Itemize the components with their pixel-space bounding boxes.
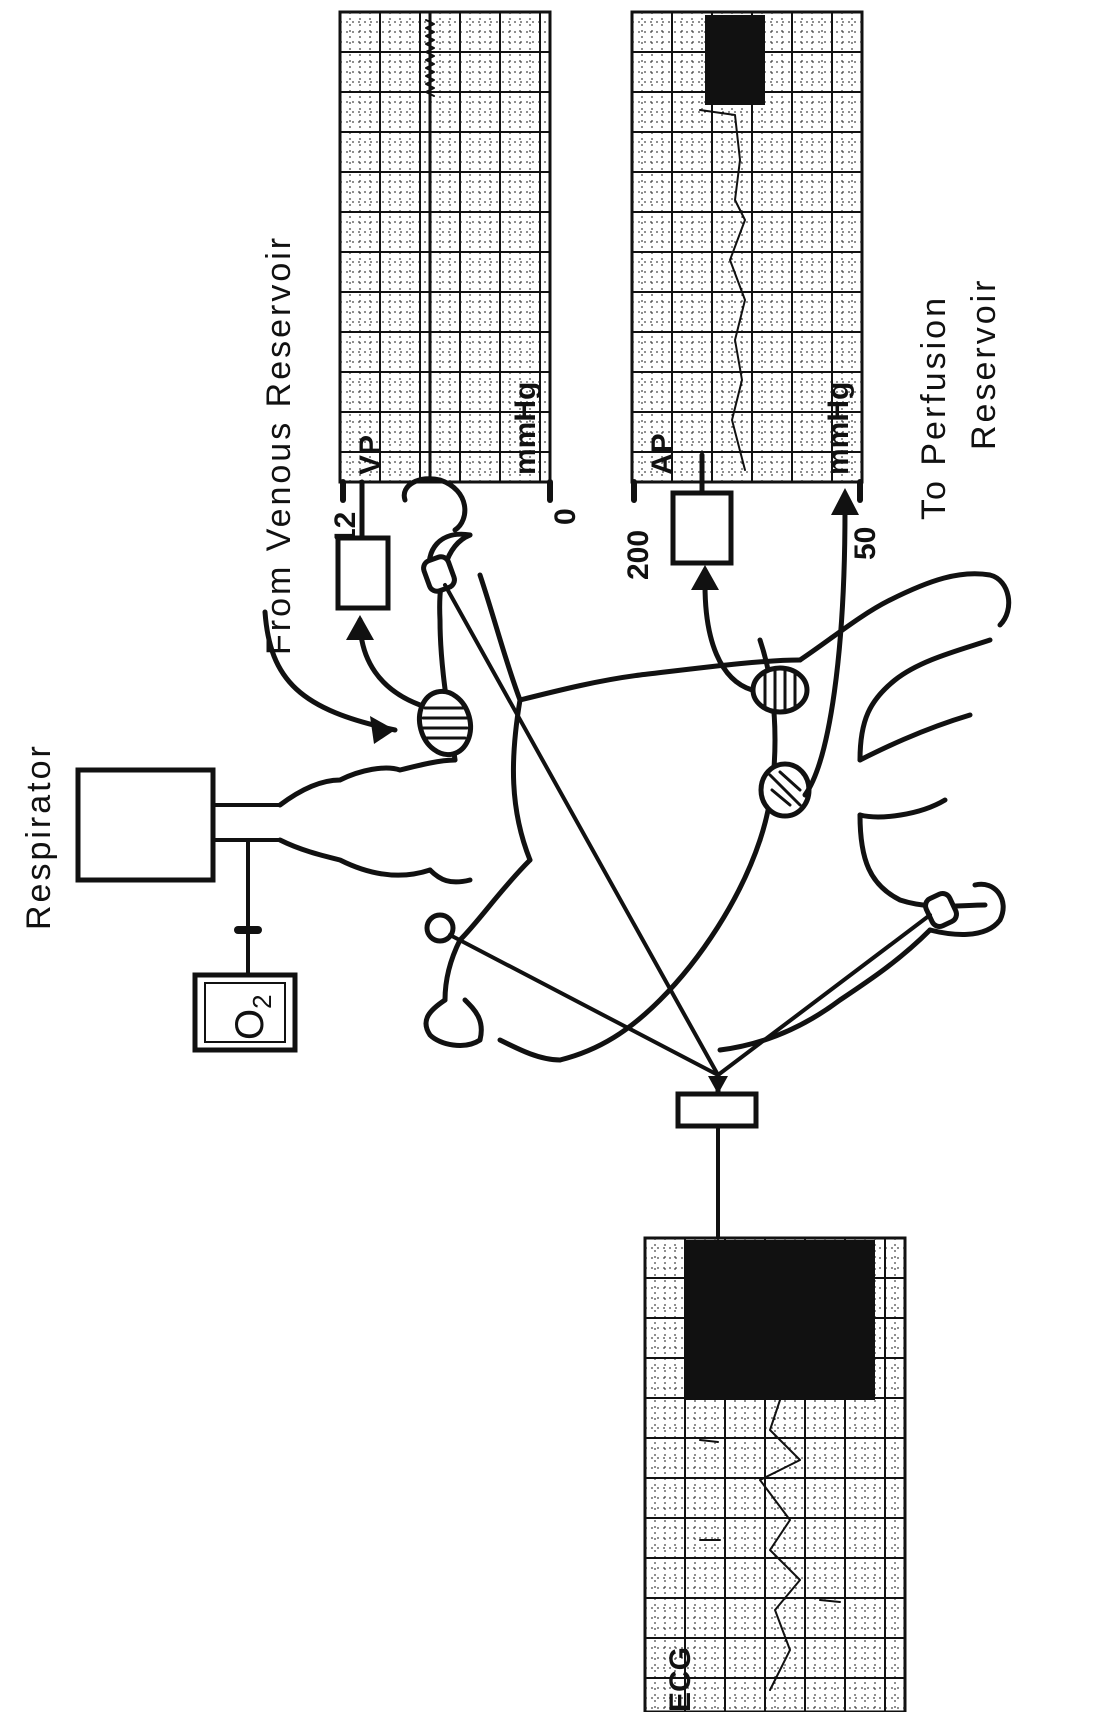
ap-sensing-line xyxy=(705,585,752,690)
ap-label: AP xyxy=(646,433,679,475)
ecg-lead-arrowhead xyxy=(708,1076,728,1094)
ap-unit-label: mmHg xyxy=(822,382,855,475)
arterial-catheter-site xyxy=(753,668,807,712)
ap-trace-dense-block xyxy=(705,15,765,105)
respirator-label: Respirator xyxy=(20,743,58,930)
respirator-tube xyxy=(213,805,280,840)
upper-front-paw xyxy=(404,479,465,530)
ap-sensing-arrowhead xyxy=(691,565,719,590)
vp-unit-label: mmHg xyxy=(509,382,542,475)
venous-catheter-site xyxy=(413,686,478,761)
from-venous-reservoir-label: From Venous Reservoir xyxy=(260,235,298,655)
vp-chart: VP mmHg xyxy=(340,12,550,482)
ecg-electrode-front-upper xyxy=(421,555,456,594)
ecg-amplifier xyxy=(678,1094,756,1126)
ecg-electrode-front-lower xyxy=(427,915,453,941)
ecg-chart: ECG xyxy=(645,1238,905,1712)
to-perfusion-reservoir-label-line1: To Perfusion xyxy=(915,295,953,520)
ecg-electrode-rear-lower xyxy=(923,891,959,929)
ap-chart: AP mmHg xyxy=(632,12,862,482)
to-perfusion-reservoir-label-line2: Reservoir xyxy=(965,278,1003,450)
ap-max-tick: 200 xyxy=(622,530,655,580)
vp-transducer xyxy=(338,538,388,608)
ap-min-tick: 50 xyxy=(849,527,882,560)
animal-outline xyxy=(280,534,1009,1060)
venous-inflow-arrowhead xyxy=(370,716,395,744)
vp-min-tick: 0 xyxy=(549,508,582,525)
vp-label: VP xyxy=(354,435,387,475)
ap-transducer xyxy=(673,493,731,563)
vp-sensing-arrowhead xyxy=(346,615,374,640)
ecg-trace-dense-block xyxy=(685,1240,875,1400)
perfusion-catheter-site xyxy=(761,764,809,816)
ecg-lead-rear-lower xyxy=(718,915,930,1075)
respirator-box xyxy=(78,770,213,880)
ecg-label: ECG xyxy=(664,1647,697,1712)
perfusion-outflow-arrowhead xyxy=(831,488,859,515)
